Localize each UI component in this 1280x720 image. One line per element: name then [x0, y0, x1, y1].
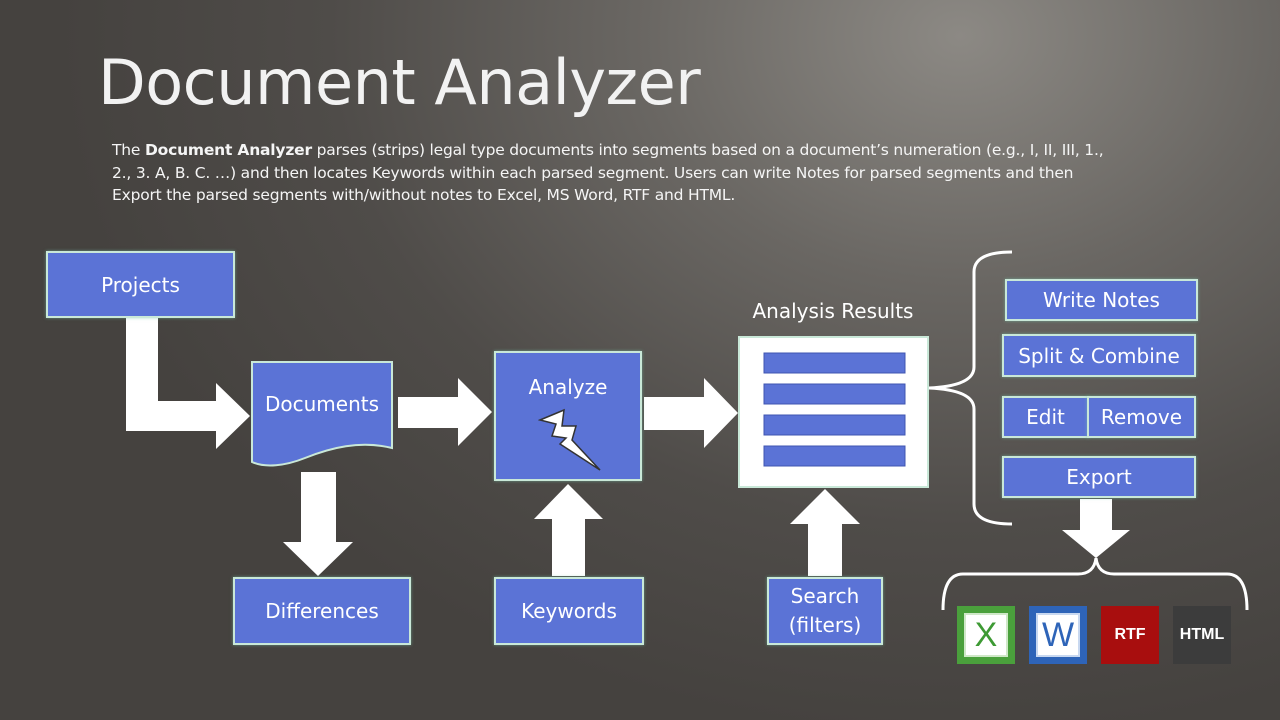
result-row: [763, 352, 906, 374]
write-notes-label: Write Notes: [1043, 288, 1160, 312]
description: The Document Analyzer parses (strips) le…: [112, 139, 1122, 207]
formats-brace: [941, 557, 1249, 611]
excel-icon[interactable]: X: [957, 606, 1015, 664]
html-icon[interactable]: HTML: [1173, 606, 1231, 664]
result-row: [763, 414, 906, 436]
analyze-label: Analyze: [528, 375, 608, 399]
edit-button[interactable]: Edit: [1002, 396, 1089, 438]
export-label: Export: [1066, 465, 1132, 489]
split-combine-label: Split & Combine: [1018, 343, 1180, 368]
description-bold: Document Analyzer: [144, 141, 312, 159]
search-box[interactable]: Search (filters): [767, 577, 883, 645]
arrow-export-to-formats: [1062, 499, 1130, 558]
excel-letter: X: [974, 615, 998, 654]
arrow-analyze-to-results: [644, 378, 738, 448]
actions-brace: [928, 250, 1013, 526]
write-notes-button[interactable]: Write Notes: [1005, 279, 1198, 321]
split-combine-button[interactable]: Split & Combine: [1002, 334, 1196, 377]
arrow-keywords-to-analyze: [534, 484, 603, 576]
word-letter: W: [1041, 615, 1075, 654]
search-label: Search: [790, 584, 860, 608]
arrow-search-to-results: [790, 489, 860, 576]
arrow-projects-to-documents: [126, 318, 250, 449]
export-button[interactable]: Export: [1002, 456, 1196, 498]
rtf-label: RTF: [1114, 626, 1146, 643]
projects-label: Projects: [101, 272, 180, 297]
keywords-box[interactable]: Keywords: [494, 577, 644, 645]
documents-label: Documents: [264, 392, 380, 416]
rtf-icon[interactable]: RTF: [1101, 606, 1159, 664]
keywords-label: Keywords: [521, 599, 617, 623]
projects-box[interactable]: Projects: [46, 251, 235, 318]
documents-box: [251, 361, 393, 467]
result-row: [763, 445, 906, 467]
lightning-bolt-icon: [538, 408, 601, 471]
page-title: Document Analyzer: [98, 46, 701, 119]
description-rest: parses (strips) legal type documents int…: [112, 141, 1104, 204]
arrow-documents-to-analyze: [398, 378, 492, 446]
arrow-documents-to-differences: [283, 472, 353, 576]
search-filters-label: (filters): [788, 613, 862, 637]
differences-label: Differences: [265, 599, 379, 623]
analysis-results-title: Analysis Results: [752, 299, 914, 323]
remove-label: Remove: [1100, 405, 1183, 429]
result-row: [763, 383, 906, 405]
html-label: HTML: [1179, 626, 1225, 643]
analyze-box[interactable]: Analyze: [494, 351, 642, 481]
differences-box[interactable]: Differences: [233, 577, 411, 645]
remove-button[interactable]: Remove: [1087, 396, 1196, 438]
edit-label: Edit: [1026, 405, 1065, 429]
description-intro: The: [112, 141, 145, 159]
word-icon[interactable]: W: [1029, 606, 1087, 664]
